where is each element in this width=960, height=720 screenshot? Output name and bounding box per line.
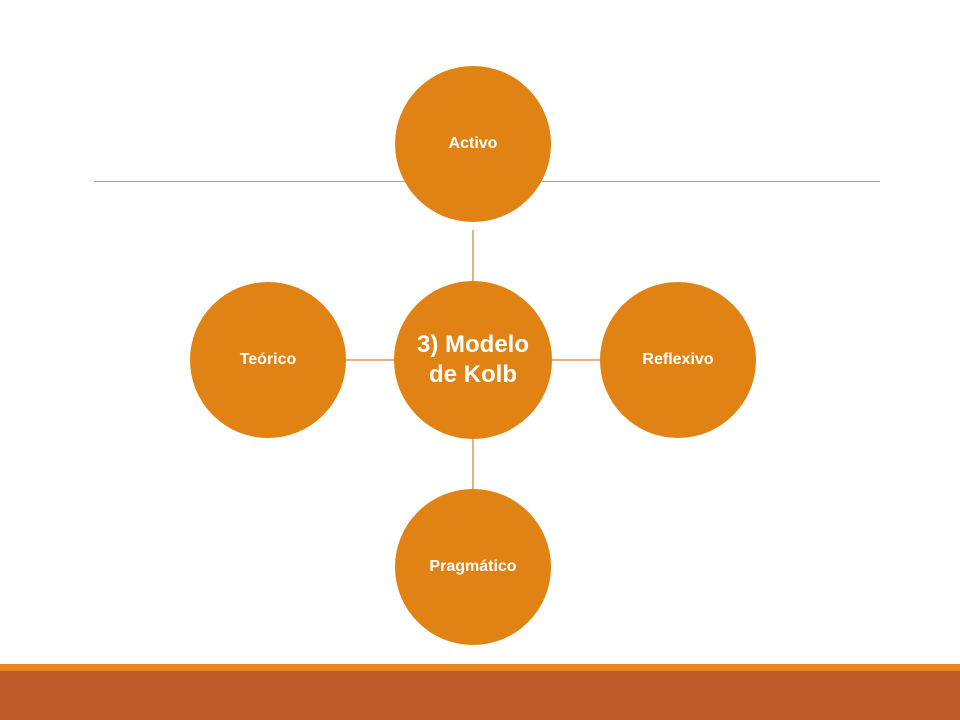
node-activo: Activo xyxy=(395,66,551,222)
node-teorico: Teórico xyxy=(190,282,346,438)
connector-right xyxy=(551,359,601,361)
node-pragmatico-label: Pragmático xyxy=(429,558,517,575)
node-center-label: 3) Modelo de Kolb xyxy=(417,331,529,388)
footer-band-thin xyxy=(0,664,960,671)
node-activo-label: Activo xyxy=(448,135,498,152)
connector-top xyxy=(472,230,474,285)
node-teorico-label: Teórico xyxy=(239,351,297,368)
node-reflexivo: Reflexivo xyxy=(600,282,756,438)
connector-bottom xyxy=(472,435,474,490)
node-center-modelo-de-kolb: 3) Modelo de Kolb xyxy=(394,281,552,439)
node-pragmatico: Pragmático xyxy=(395,489,551,645)
node-reflexivo-label: Reflexivo xyxy=(642,351,714,368)
footer-band-thick xyxy=(0,671,960,720)
connector-left xyxy=(345,359,395,361)
